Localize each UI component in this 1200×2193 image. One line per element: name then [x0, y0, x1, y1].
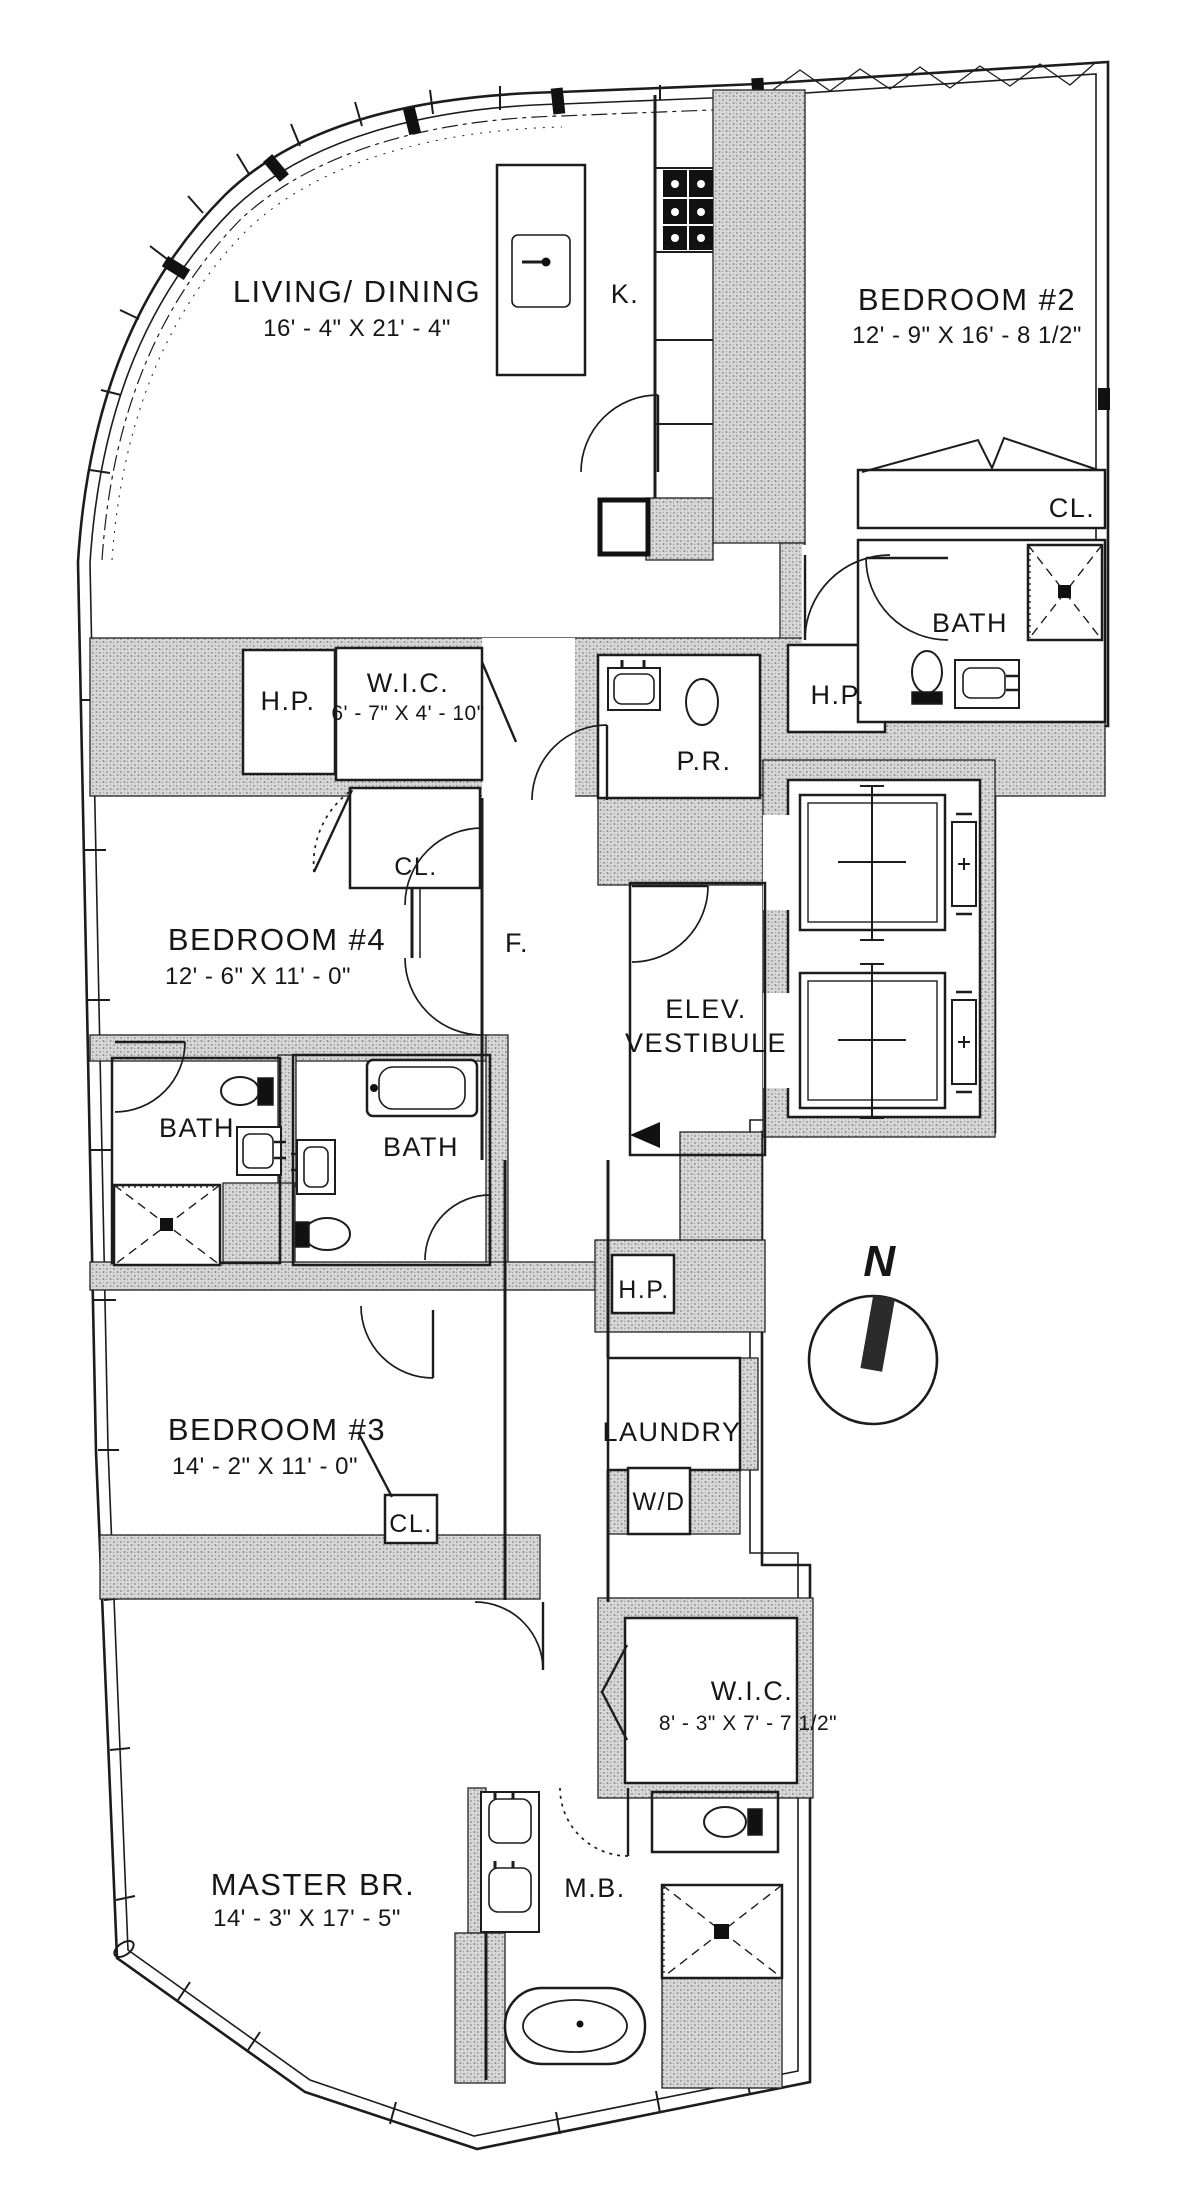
label-wic-bedroom4: W.I.C.: [367, 668, 450, 698]
column-markers: [161, 77, 1110, 410]
doors: [114, 394, 949, 1857]
powder-room-fixtures: [607, 660, 719, 726]
label-bedroom2-closet: CL.: [1049, 493, 1096, 523]
label-bedroom2: BEDROOM #2: [858, 282, 1076, 317]
elevator-shafts: [798, 785, 977, 1119]
dims-master: 14' - 3" X 17' - 5": [213, 1905, 401, 1932]
dims-wic-bedroom4: 6' - 7" X 4' - 10": [331, 702, 484, 725]
label-powder-room: P.R.: [676, 746, 731, 776]
window-ticks: [81, 85, 751, 2135]
label-foyer: F.: [505, 928, 529, 958]
compass-needle: [860, 1295, 895, 1372]
label-wic-master: W.I.C.: [711, 1676, 794, 1706]
north-label: N: [863, 1237, 896, 1286]
elevator-door-gaps: [763, 815, 791, 1088]
label-bedroom3: BEDROOM #3: [168, 1412, 386, 1447]
label-vestibule-line1: ELEV.: [665, 994, 747, 1024]
master-bath-fixtures: [480, 1791, 784, 2066]
label-laundry: LAUNDRY: [602, 1417, 741, 1447]
label-bath-right: BATH: [383, 1132, 459, 1162]
label-kitchen: K.: [611, 279, 640, 309]
label-hp-hall: H.P.: [618, 1276, 669, 1304]
label-bedroom2-hp: H.P.: [810, 680, 865, 710]
room-cutouts: [241, 468, 1107, 1785]
label-bath-left: BATH: [159, 1113, 235, 1143]
dims-living-dining: 16' - 4" X 21' - 4": [263, 315, 451, 342]
north-compass: N: [807, 1237, 939, 1426]
label-bedroom2-bath: BATH: [932, 608, 1008, 638]
entry-marker-icon: [630, 1122, 660, 1148]
bedroom2-closet-bifold-doors: [861, 436, 1099, 473]
oven-icon: [597, 497, 651, 557]
label-bedroom4-closet: CL.: [394, 853, 437, 881]
bath-right-fixtures: [291, 1058, 479, 1251]
label-master-bath: M.B.: [564, 1873, 626, 1903]
stove-icon: [663, 170, 713, 250]
dims-bedroom2: 12' - 9" X 16' - 8 1/2": [852, 322, 1082, 349]
dims-wic-master: 8' - 3" X 7' - 7 1/2": [659, 1712, 837, 1735]
label-bedroom4: BEDROOM #4: [168, 922, 386, 957]
kitchen-island: [495, 163, 587, 377]
bath-left-fixtures: [112, 1076, 286, 1267]
label-living-dining: LIVING/ DINING: [233, 274, 481, 309]
label-hp-left: H.P.: [260, 686, 315, 716]
dims-bedroom3: 14' - 2" X 11' - 0": [172, 1453, 358, 1480]
label-bedroom3-closet: CL.: [389, 1510, 432, 1538]
dims-bedroom4: 12' - 6" X 11' - 0": [165, 963, 351, 990]
label-master: MASTER BR.: [211, 1867, 415, 1902]
bedroom2-bath-fixtures: [911, 543, 1104, 709]
label-washer-dryer: W/D: [632, 1488, 685, 1516]
label-vestibule-line2: VESTIBULE: [625, 1028, 787, 1058]
corner-detail: [113, 1940, 135, 1958]
